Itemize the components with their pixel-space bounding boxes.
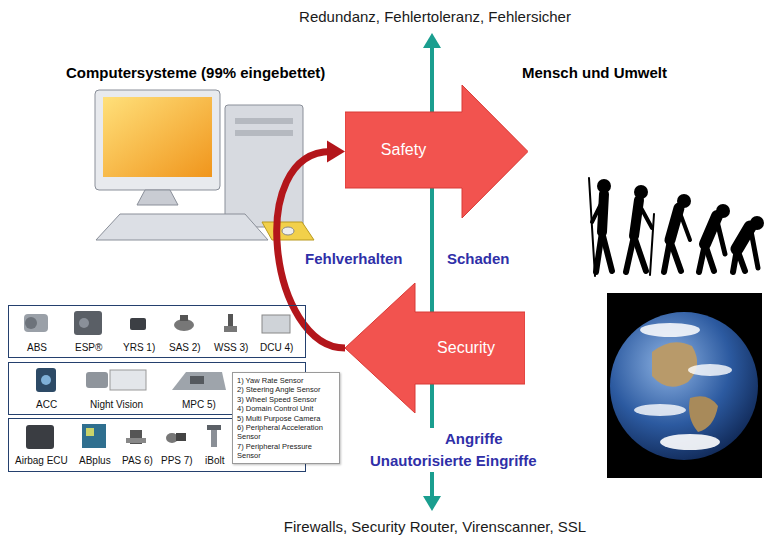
design-principles: Redundanz, Fehlertoleranz, Fehlersicher: [140, 8, 730, 25]
footnote-text: 5) Multi Purpose Camera: [237, 414, 335, 423]
monitor-frame: [95, 90, 220, 190]
sensor-icon: [26, 425, 54, 449]
arrow-shape: [345, 85, 528, 218]
monitor-screen: [103, 97, 212, 177]
group-heading: Computersysteme (99% eingebettet): [66, 64, 325, 81]
component-name: MPC 5): [182, 399, 216, 410]
footnote-box: 1) Yaw Rate Sensor2) Steering Angle Sens…: [232, 372, 340, 464]
arm: [592, 200, 603, 222]
component-name: iBolt: [205, 455, 224, 466]
earth: [610, 312, 758, 460]
footnote-text: 4) Domain Control Unit: [237, 404, 335, 413]
arrowhead: [327, 141, 345, 163]
keyboard: [96, 214, 268, 240]
sensor-icon: [207, 425, 221, 430]
component-name: ABS: [27, 342, 47, 353]
arm: [640, 206, 652, 228]
arm: [751, 231, 758, 268]
security-arrow: Security: [345, 283, 525, 413]
component-name: PAS 6): [122, 455, 153, 466]
component-name: SAS 2): [169, 342, 201, 353]
sensor-icon: [190, 376, 204, 384]
component-name: Airbag ECU: [15, 455, 68, 466]
sensor-icon: [79, 318, 89, 328]
drive-slot: [235, 130, 293, 136]
photo-background: [607, 293, 762, 478]
spear: [589, 178, 595, 276]
axis-head: [423, 496, 441, 511]
arrow-text: Security: [407, 312, 525, 384]
sensor-icon: [110, 370, 146, 390]
component-name: ESP®: [75, 342, 102, 353]
sensor-icon: [82, 424, 106, 448]
sensor-icon: [262, 315, 290, 333]
component-name: PPS 7): [161, 455, 193, 466]
torso: [670, 208, 679, 240]
mouse: [282, 227, 294, 235]
footnote-text: 1) Yaw Rate Sensor: [237, 376, 335, 385]
arm: [680, 213, 690, 240]
evolution-silhouettes: [589, 178, 764, 276]
arrow-shape: [345, 283, 525, 413]
sensor-icon: [86, 428, 94, 436]
component-name: DCU 4): [260, 342, 293, 353]
stick: [650, 214, 654, 275]
torso: [737, 227, 750, 249]
footnote-text: 2) Steering Angle Sensor: [237, 385, 335, 394]
landmass: [689, 396, 718, 432]
drive-slot: [235, 118, 293, 124]
component-name: YRS 1): [123, 342, 155, 353]
component-name: Night Vision: [90, 399, 143, 410]
footnote-text: 3) Wheel Speed Sensor: [237, 395, 335, 404]
landmass: [652, 342, 697, 387]
component-name: ABplus: [79, 455, 111, 466]
monitor-stand: [137, 190, 178, 205]
footnote-text: 6) Peripheral Acceleration Sensor: [237, 423, 335, 442]
countermeasures: Firewalls, Security Router, Virenscanner…: [140, 518, 730, 535]
arm: [717, 221, 725, 254]
sensor-row: ABS ESP® YRS 1) SAS 2) WSS 3) DCU 4): [8, 305, 306, 358]
mouse-pad: [262, 222, 314, 240]
computer-icon: [95, 90, 314, 240]
sensor-icon: [126, 438, 146, 443]
sensor-icon: [24, 314, 48, 332]
cloud: [688, 364, 732, 376]
sensor-icon: [36, 368, 56, 392]
earth-photo: [607, 293, 762, 478]
safety-arrow: Safety: [345, 85, 528, 218]
feedback-connector: [277, 141, 345, 349]
sensor-icon: [172, 372, 226, 390]
cloud: [640, 323, 700, 337]
component-name: WSS 3): [214, 342, 248, 353]
sensor-icon: [41, 375, 51, 385]
component-name: ACC: [36, 399, 57, 410]
leg: [634, 236, 646, 271]
cloud: [660, 434, 720, 450]
relation-label: Angriffe Unautorisierte Eingriffe: [370, 428, 600, 472]
sensor-icon: [180, 315, 188, 321]
arrow-body: [345, 85, 528, 218]
sensor-icon: [130, 318, 146, 330]
sensor-icon: [224, 326, 237, 332]
tower: [225, 105, 303, 227]
leg: [670, 240, 681, 271]
relation-label: Schaden: [447, 250, 510, 267]
sensor-icon: [25, 317, 37, 329]
footnote-text: 7) Peripheral Pressure Sensor: [237, 442, 335, 461]
arrow-body: [345, 283, 525, 413]
leg: [737, 249, 745, 271]
connector-line: [277, 152, 345, 349]
leg: [602, 232, 612, 271]
cloud: [634, 404, 686, 416]
relation-label: Fehlverhalten: [305, 250, 403, 267]
sensor-icon: [74, 311, 102, 335]
axis-head: [423, 33, 441, 48]
arrow-text: Safety: [345, 112, 462, 188]
sensor-icon: [176, 433, 186, 441]
sensor-icon: [86, 372, 108, 388]
group-heading: Mensch und Umwelt: [522, 64, 667, 81]
leg: [705, 244, 714, 271]
